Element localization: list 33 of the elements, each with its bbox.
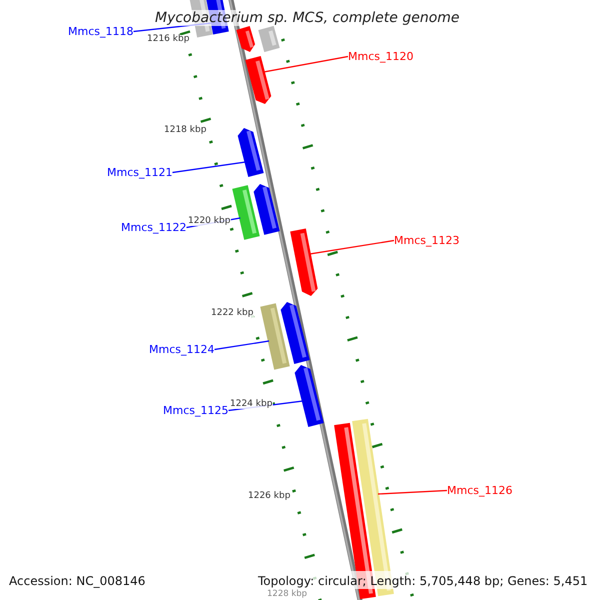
scale-label: 1216 kbp <box>146 35 190 44</box>
title: Mycobacterium sp. MCS, complete genome <box>153 10 462 26</box>
scale-label: 1218 kbp <box>163 126 208 135</box>
gene-label: Mmcs_1122 <box>121 222 186 233</box>
gene-label: Mmcs_1125 <box>163 405 228 416</box>
gene-block <box>294 365 324 427</box>
scale-label: 1220 kbp <box>187 217 232 226</box>
gene-block <box>232 185 260 240</box>
footer-text: Topology: circular; Length: 5,705,448 bp; Genes: 5,451 <box>258 575 588 587</box>
scale-label: 1226 kbp <box>247 492 292 501</box>
gene-label: Mmcs_1126 <box>447 485 512 496</box>
gene-block <box>258 26 280 52</box>
gene-block <box>245 56 272 104</box>
gene-label: Mmcs_1124 <box>149 344 214 355</box>
gene-block <box>290 228 318 296</box>
leader-line <box>264 56 348 73</box>
gene-block <box>254 184 280 235</box>
gene-block <box>238 128 264 177</box>
gene-label: Mmcs_1118 <box>68 26 134 37</box>
leader-line <box>214 340 270 350</box>
scale-label: 1228 kbp <box>266 590 308 598</box>
leader-line <box>310 240 394 255</box>
footer-text: Accession: NC_008146 <box>9 575 146 587</box>
gene-label: Mmcs_1121 <box>107 167 172 178</box>
leader-line <box>172 161 246 174</box>
gene-block <box>236 26 256 52</box>
gene-block <box>280 302 310 364</box>
gene-block <box>260 303 290 370</box>
gene-label: Mmcs_1123 <box>394 235 460 246</box>
scale-label: 1224 kbp <box>229 400 274 409</box>
gene-label: Mmcs_1120 <box>348 51 414 62</box>
scale-label: 1222 kbp <box>210 309 254 318</box>
leader-line <box>378 490 448 495</box>
